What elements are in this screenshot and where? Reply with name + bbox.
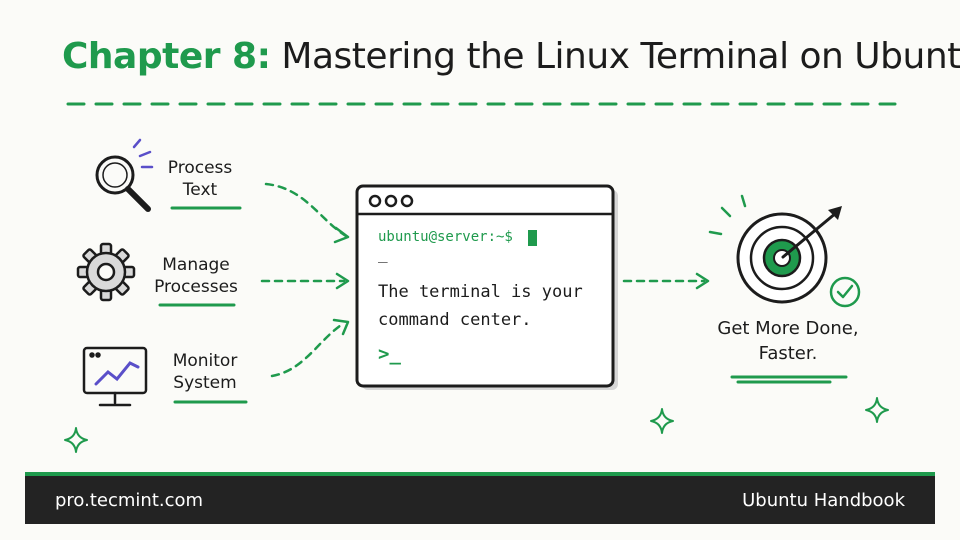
window-dot-3: [400, 194, 414, 208]
arrow-monitor-system: [270, 321, 346, 378]
feature-monitor-system: Monitor System: [160, 350, 250, 394]
sparkle-icons: [64, 397, 889, 453]
sparkle-icon: [64, 427, 88, 453]
sparkle-icon: [650, 408, 674, 434]
feature-label-line1: Monitor: [172, 351, 238, 371]
outcome-line1: Get More Done,: [717, 318, 859, 339]
footer-site-link[interactable]: pro.tecmint.com: [55, 490, 204, 511]
terminal-cursor: >_: [378, 343, 401, 365]
terminal-dash: _: [378, 244, 388, 263]
feature-process-text: Process Text: [156, 157, 244, 201]
target-icon: [708, 194, 842, 304]
arrow-heads: [332, 226, 710, 336]
feature-label-line2: System: [173, 373, 237, 393]
feature-label-line2: Processes: [154, 277, 238, 297]
gear-icon: [76, 242, 136, 302]
chapter-label: Chapter 8:: [62, 36, 271, 77]
feature-label-line2: Text: [182, 180, 218, 200]
outcome-underline: [730, 375, 848, 384]
magnifier-icon: [95, 138, 154, 212]
feature-manage-processes: Manage Processes: [146, 254, 246, 298]
arrow-process-text: [264, 182, 348, 238]
footer-book-title: Ubuntu Handbook: [742, 490, 905, 511]
outcome-line2: Faster.: [758, 343, 818, 364]
monitor-chart-icon: [82, 346, 148, 407]
sparkle-icon: [865, 397, 889, 423]
terminal-message-line1: The terminal is your: [378, 282, 583, 302]
terminal-prompt: ubuntu@server:~$: [378, 229, 513, 245]
outcome-text: Get More Done, Faster.: [700, 316, 876, 366]
feature-label-line1: Manage: [162, 255, 230, 275]
check-circle-icon: [829, 276, 861, 308]
terminal-message-line2: command center.: [378, 310, 532, 330]
feature-label-line1: Process: [167, 158, 233, 178]
title-text: Mastering the Linux Terminal on Ubuntu: [281, 36, 960, 77]
window-dot-1: [368, 194, 382, 208]
footer-bar: pro.tecmint.com Ubuntu Handbook: [25, 472, 935, 524]
terminal-window: [355, 184, 618, 390]
input-arrows: [260, 182, 706, 378]
page-title: Chapter 8: Mastering the Linux Terminal …: [62, 36, 960, 77]
window-dot-2: [384, 194, 398, 208]
terminal-block-cursor: [528, 230, 537, 246]
